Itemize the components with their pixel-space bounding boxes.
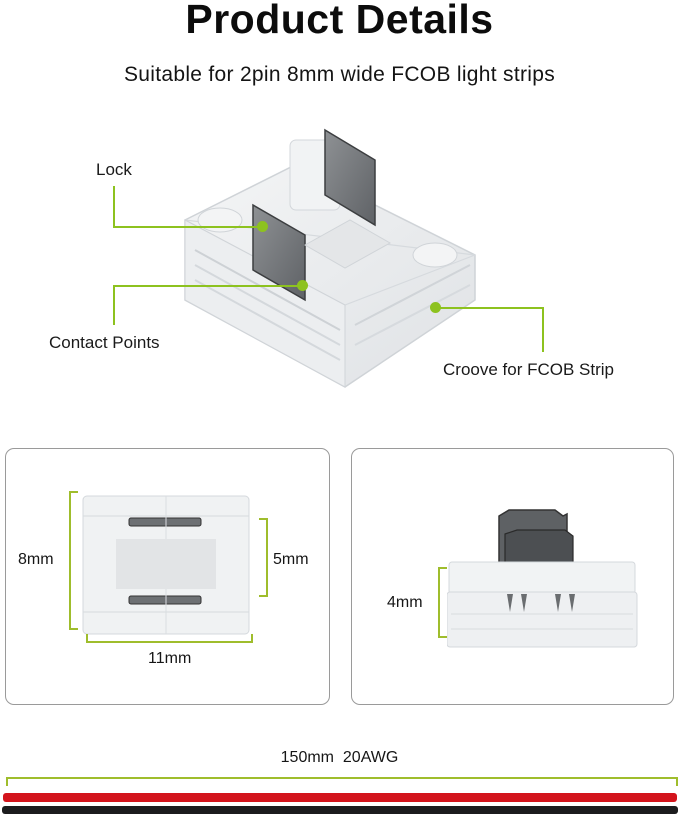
callout-line-groove-h xyxy=(436,307,544,309)
page-title: Product Details xyxy=(185,0,494,42)
callout-label-contact-points: Contact Points xyxy=(49,333,160,352)
callout-line-contact xyxy=(113,285,115,325)
wire-spec-label: 150mm 20AWG xyxy=(280,749,399,766)
callout-line-lock xyxy=(113,186,115,227)
dim-label-8mm: 8mm xyxy=(18,551,54,568)
wire-red xyxy=(3,793,677,802)
callout-dot-lock xyxy=(257,221,268,232)
callout-line-groove xyxy=(542,307,544,352)
callout-label-groove: Croove for FCOB Strip xyxy=(443,360,614,379)
callout-dot-contact xyxy=(297,280,308,291)
callout-label-lock: Lock xyxy=(96,160,132,179)
callout-line-lock-h xyxy=(113,226,263,228)
dim-label-4mm: 4mm xyxy=(387,594,423,611)
callout-line-contact-h xyxy=(113,285,303,287)
wire-black xyxy=(2,806,678,814)
wire-length-bracket xyxy=(6,777,678,786)
callout-dot-groove xyxy=(430,302,441,313)
dim-bracket-8mm xyxy=(69,491,78,630)
page-subtitle: Suitable for 2pin 8mm wide FCOB light st… xyxy=(123,63,556,86)
dim-label-11mm: 11mm xyxy=(148,650,192,667)
dim-bracket-11mm xyxy=(86,634,253,643)
connector-illustration-icon xyxy=(184,128,476,388)
top-view-card: 8mm 5mm 11mm xyxy=(5,448,330,705)
connector-side-view-icon xyxy=(447,509,638,648)
dim-bracket-4mm xyxy=(438,567,447,638)
connector-top-view-icon xyxy=(82,495,250,635)
dim-bracket-5mm xyxy=(259,518,268,597)
side-view-card: 4mm xyxy=(351,448,674,705)
connector-3d-image xyxy=(175,125,480,415)
dim-label-5mm: 5mm xyxy=(273,551,309,568)
